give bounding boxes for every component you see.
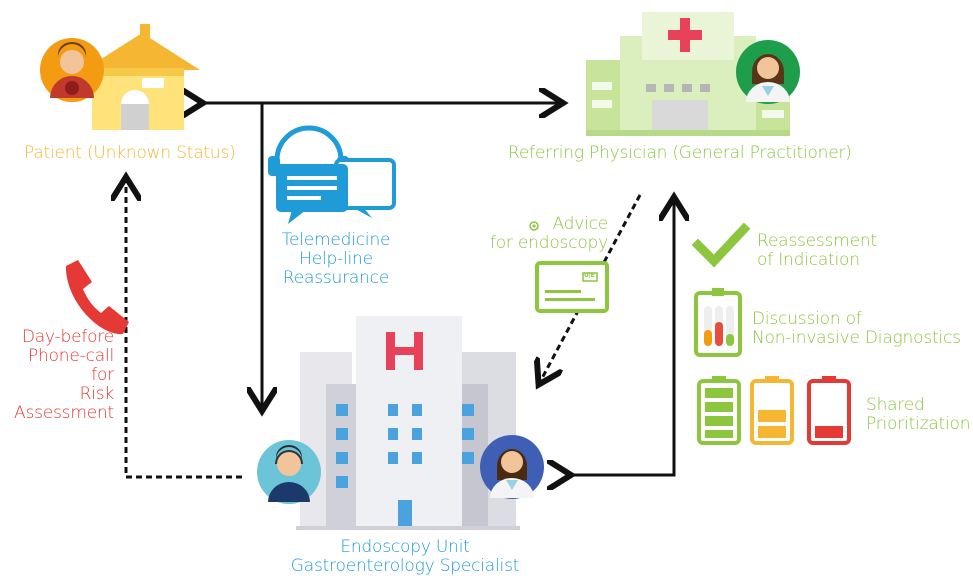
discussion-line1: Discussion of — [752, 309, 862, 329]
endoscopy-line2: Gastroenterology Specialist — [290, 556, 520, 576]
phone-call-label: Day-before Phone-call for Risk Assessmen… — [8, 328, 114, 423]
discussion-line2: Non-invasive Diagnostics — [752, 328, 961, 348]
referring-label: Referring Physician (General Practitione… — [508, 143, 852, 163]
phone-line3: for — [91, 365, 114, 385]
endoscopy-line1: Endoscopy Unit — [340, 537, 470, 557]
shared-label: Shared Prioritization — [866, 396, 970, 434]
advice-line1: Advice — [552, 214, 608, 234]
reassessment-line1: Reassessment — [757, 231, 877, 251]
endoscopy-label: Endoscopy Unit Gastroenterology Speciali… — [270, 538, 540, 576]
phone-line4: Risk — [79, 384, 115, 404]
telemedicine-line3: Reassurance — [282, 268, 390, 288]
arrow-endoscopy-referring — [568, 200, 674, 475]
card-badge: U|E — [584, 272, 595, 279]
telemedicine-line1: Telemedicine — [281, 230, 391, 250]
advice-line2: for endoscopy — [489, 233, 608, 253]
telemedicine-label: Telemedicine Help-line Reassurance — [270, 231, 402, 288]
reassessment-line2: of Indication — [757, 250, 860, 270]
phone-line5: Assessment — [14, 403, 114, 423]
telemedicine-line2: Help-line — [299, 249, 373, 269]
phone-line2: Phone-call — [27, 346, 114, 366]
arrow-phone-to-patient — [126, 180, 242, 479]
patient-label: Patient (Unknown Status) — [24, 143, 236, 163]
shared-line2: Prioritization — [866, 414, 971, 434]
reassessment-label: Reassessment of Indication — [757, 232, 877, 270]
discussion-label: Discussion of Non-invasive Diagnostics — [752, 310, 961, 348]
phone-line1: Day-before — [21, 327, 114, 347]
advice-label: Advice for endoscopy — [478, 215, 608, 253]
shared-line1: Shared — [866, 395, 925, 415]
